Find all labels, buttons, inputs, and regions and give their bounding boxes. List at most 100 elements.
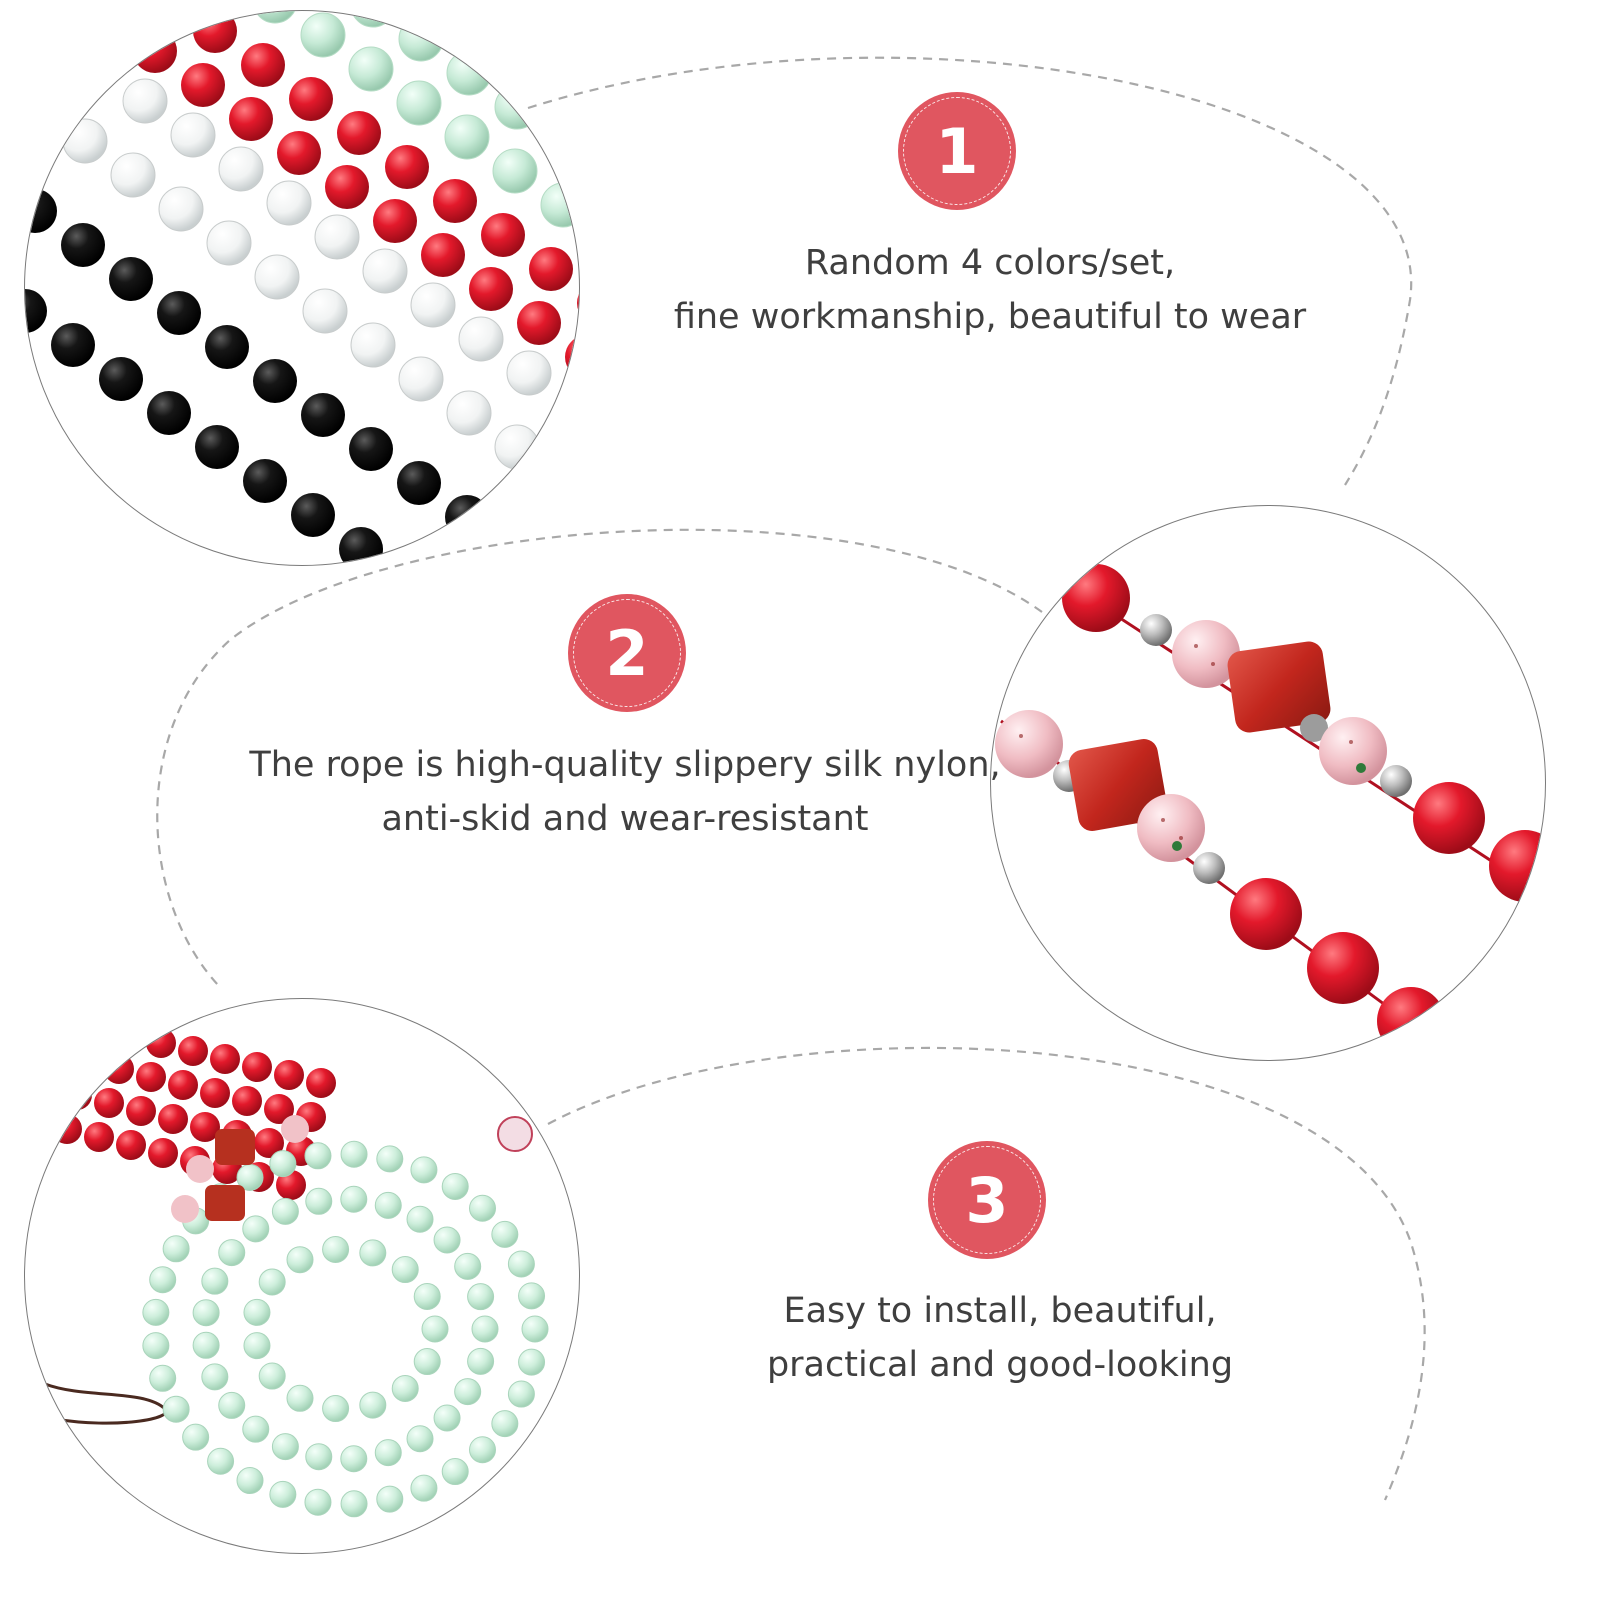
bead [322,1395,350,1423]
bead [291,493,335,537]
bead [289,77,333,121]
bead [254,11,296,24]
bead [507,1250,535,1278]
bead [254,254,300,300]
bead [507,1380,535,1408]
bead [142,1332,170,1360]
bead [521,1315,549,1343]
bead [391,1256,419,1284]
bead [340,1490,368,1518]
bead [271,1433,299,1461]
bead [385,145,429,189]
feature-text-2: The rope is high-quality slippery silk n… [230,738,1020,846]
bead [491,1220,519,1248]
step-badge-1: 1 [898,92,1016,210]
bead [322,1235,350,1263]
bead [406,1425,434,1453]
bead [178,1036,208,1066]
bead [362,248,408,294]
bead [340,1140,368,1168]
product-photo-coiled-chain [24,998,580,1554]
bead [492,148,538,194]
bead [396,80,442,126]
bead [421,233,465,277]
bead [218,1391,246,1419]
bead [149,1266,177,1294]
bead [286,1246,314,1274]
bead [236,1467,264,1495]
bead [201,1267,229,1295]
bead [467,1347,495,1375]
bead [304,1142,332,1170]
bead [277,131,321,175]
bead [458,316,504,362]
bead [391,1374,419,1402]
bead [518,1282,546,1310]
bead [181,63,225,107]
bead [242,1215,270,1243]
bead [300,12,346,58]
bead [359,1391,387,1419]
bead [374,1439,402,1467]
bead [469,267,513,311]
bead [242,1415,270,1443]
bead [206,220,252,266]
bead [25,289,47,333]
bead [517,301,561,345]
bead [190,1112,220,1142]
bead [441,1458,469,1486]
step-number-1: 1 [935,114,979,188]
bead [305,1187,333,1215]
bead [201,1363,229,1391]
bead [302,288,348,334]
bead [274,1060,304,1090]
bead [397,461,441,505]
bead [182,1423,210,1451]
bead [170,112,216,158]
bead [413,1282,441,1310]
bead [110,152,156,198]
bead [218,146,264,192]
bead [433,1404,461,1432]
bead [433,1226,461,1254]
bead [406,1205,434,1233]
bead [444,114,490,160]
bead [192,1331,220,1359]
bead [162,1395,190,1423]
bead [441,1172,469,1200]
bead [142,1298,170,1326]
bead [410,1474,438,1502]
bead [116,1130,146,1160]
bead [148,1138,178,1168]
bead [325,165,369,209]
coiled-chain-illustration [25,1004,549,1518]
bead [469,1436,497,1464]
bead [433,179,477,223]
bead [340,1185,368,1213]
bead [454,1378,482,1406]
bead [337,111,381,155]
feature-3-line-1: Easy to install, beautiful, [783,1291,1217,1331]
bead [349,427,393,471]
bead [398,356,444,402]
bead [126,1096,156,1126]
bead [314,214,360,260]
bead [348,46,394,92]
bead [491,1410,519,1438]
bead [269,1150,297,1178]
bead [149,1364,177,1392]
bead [158,186,204,232]
bead [99,357,143,401]
feature-1-line-1: Random 4 colors/set, [804,243,1176,283]
bead [258,1268,286,1296]
bead [200,1078,230,1108]
closeup-beads-illustration [995,564,1545,1060]
bead [359,1239,387,1267]
step-badge-3: 3 [928,1141,1046,1259]
bead [192,1299,220,1327]
bead [51,323,95,367]
bead [232,1086,262,1116]
bead [271,1197,299,1225]
bead [157,291,201,335]
bead [243,1298,271,1326]
